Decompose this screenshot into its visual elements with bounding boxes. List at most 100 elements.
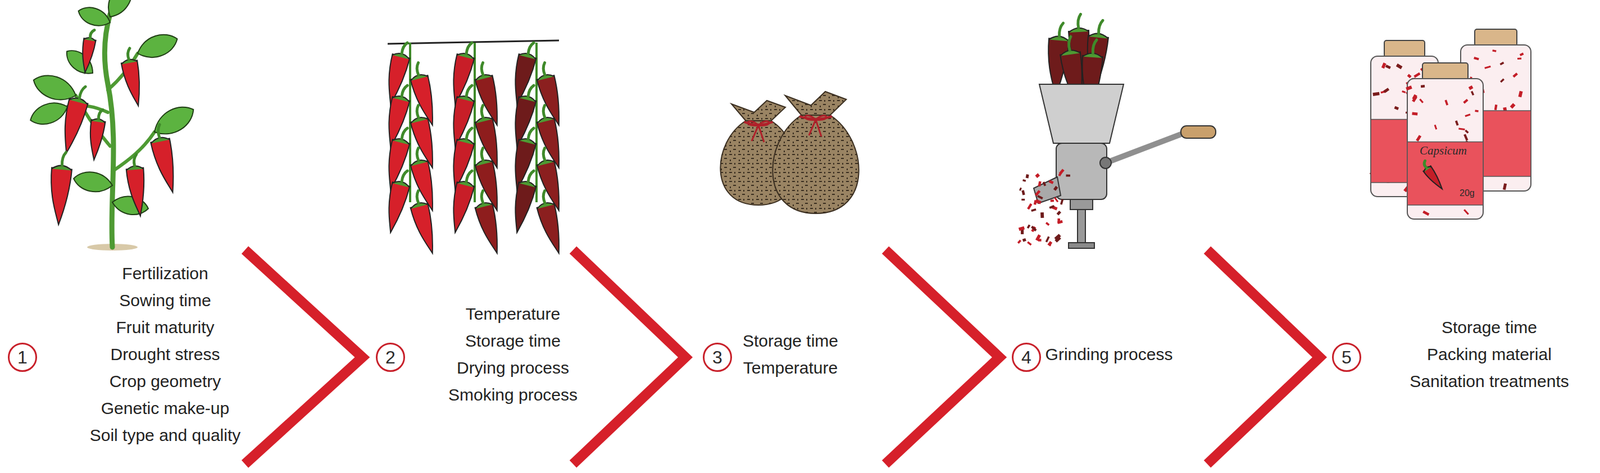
pepper-flake bbox=[1484, 65, 1491, 70]
pepper-stem bbox=[415, 148, 421, 161]
pepper-flake bbox=[1474, 109, 1479, 112]
pepper-body bbox=[121, 60, 145, 108]
sack-top bbox=[785, 91, 847, 116]
pepper-stem bbox=[541, 148, 548, 161]
pepper-body bbox=[475, 203, 505, 256]
pepper-icon bbox=[471, 103, 504, 171]
factor-text: Drought stress bbox=[89, 341, 242, 368]
pepper-flake bbox=[1065, 174, 1071, 177]
grinder-clamp bbox=[1070, 199, 1093, 210]
pepper-flake bbox=[1420, 84, 1425, 88]
pepper-flake bbox=[1033, 200, 1038, 206]
pepper-flake bbox=[1411, 94, 1417, 100]
jar-label-text: 20g bbox=[1459, 188, 1475, 199]
pepper-flake bbox=[1056, 210, 1062, 216]
jar-label-text: Capsicum bbox=[1419, 143, 1467, 158]
chevron-arrow bbox=[244, 250, 363, 465]
pepper-flake bbox=[1021, 189, 1025, 195]
pepper-body bbox=[506, 182, 536, 235]
pepper-flake bbox=[1042, 181, 1047, 186]
pepper-icon bbox=[506, 82, 540, 149]
pepper-stem bbox=[98, 109, 103, 120]
pepper-stem bbox=[133, 154, 138, 167]
pepper-flake bbox=[1463, 208, 1470, 215]
drying-peppers bbox=[380, 39, 566, 256]
pepper-stem bbox=[415, 62, 421, 76]
pepper-stem bbox=[126, 48, 132, 60]
pepper-flake bbox=[1053, 197, 1059, 203]
stage-number-circle: 5Storage timePacking materialSanitation … bbox=[1332, 342, 1362, 372]
pepper-stem bbox=[89, 29, 95, 39]
pepper-flake bbox=[1492, 49, 1497, 52]
pepper-flake bbox=[1463, 133, 1468, 141]
stage-number-circle: 4Grinding process bbox=[1011, 342, 1042, 372]
pepper-icon bbox=[380, 82, 413, 149]
pepper-flake bbox=[1470, 91, 1475, 96]
pepper-body bbox=[150, 138, 181, 195]
pepper-flake bbox=[1517, 57, 1522, 60]
spice-jars bbox=[1369, 29, 1531, 220]
pepper-flake bbox=[1500, 61, 1505, 66]
pepper-icon bbox=[78, 28, 98, 74]
pepper-stem bbox=[541, 105, 548, 118]
chevron-arrow bbox=[1207, 250, 1320, 465]
pepper-flake bbox=[1422, 210, 1430, 216]
pepper-flake bbox=[1057, 218, 1061, 224]
pepper-flake bbox=[1381, 62, 1387, 69]
pepper-stem bbox=[528, 170, 534, 183]
pepper-icon bbox=[85, 108, 108, 161]
pepper-flake bbox=[1462, 98, 1468, 104]
pepper-flake bbox=[1040, 212, 1044, 218]
factor-text: Crop geometry bbox=[89, 367, 242, 395]
pepper-body bbox=[126, 167, 148, 217]
pepper-flake bbox=[1025, 174, 1030, 179]
burlap-sacks bbox=[720, 91, 859, 214]
sack-body bbox=[772, 115, 859, 214]
pepper-flake bbox=[1401, 90, 1406, 94]
grinder-clamp bbox=[1077, 209, 1086, 245]
sack-top bbox=[731, 100, 786, 121]
pepper-flake bbox=[1030, 208, 1036, 212]
factor-list: Storage timeTemperature bbox=[742, 327, 839, 382]
pepper-stem bbox=[401, 170, 408, 183]
factor-text: Grinding process bbox=[1045, 341, 1174, 368]
pepper-flake bbox=[1413, 72, 1421, 79]
pepper-icon bbox=[55, 83, 93, 156]
pepper-icon bbox=[406, 61, 440, 128]
pepper-plant bbox=[26, 0, 199, 251]
stage-number-circle: 1FertilizationSowing timeFruit maturityD… bbox=[7, 342, 38, 372]
grinder-axle bbox=[1100, 157, 1112, 169]
pepper-flake bbox=[1419, 98, 1424, 103]
pepper-icon bbox=[1419, 160, 1446, 193]
pepper-stem bbox=[79, 85, 86, 99]
pepper-flake bbox=[1434, 124, 1438, 130]
pepper-stem bbox=[466, 127, 472, 140]
pepper-flake bbox=[1022, 179, 1026, 183]
stage-number: 5 bbox=[1341, 348, 1352, 367]
jar-cork bbox=[1422, 62, 1468, 80]
pepper-body bbox=[46, 167, 72, 226]
jar-label bbox=[1407, 142, 1484, 206]
pepper-stem bbox=[479, 148, 486, 161]
pepper-stem bbox=[1422, 160, 1429, 168]
pepper-flake bbox=[1026, 203, 1033, 211]
pepper-flake bbox=[1473, 56, 1480, 61]
grinder bbox=[1017, 14, 1216, 249]
pepper-flake bbox=[1021, 198, 1025, 201]
pepper-stem bbox=[541, 191, 548, 204]
pepper-stem bbox=[479, 62, 486, 76]
pepper-flake bbox=[1458, 128, 1465, 131]
leaf bbox=[75, 3, 113, 31]
stage-number: 1 bbox=[17, 348, 28, 367]
pepper-flake bbox=[1385, 64, 1392, 70]
pepper-flake bbox=[1455, 120, 1459, 126]
pepper-body bbox=[78, 38, 97, 74]
pepper-stem bbox=[541, 62, 548, 76]
pepper-icon bbox=[533, 61, 566, 128]
pepper-body bbox=[410, 203, 440, 256]
pepper-icon bbox=[444, 167, 478, 235]
pepper-flake bbox=[1022, 238, 1027, 243]
factor-text: Soil type and quality bbox=[89, 421, 242, 449]
